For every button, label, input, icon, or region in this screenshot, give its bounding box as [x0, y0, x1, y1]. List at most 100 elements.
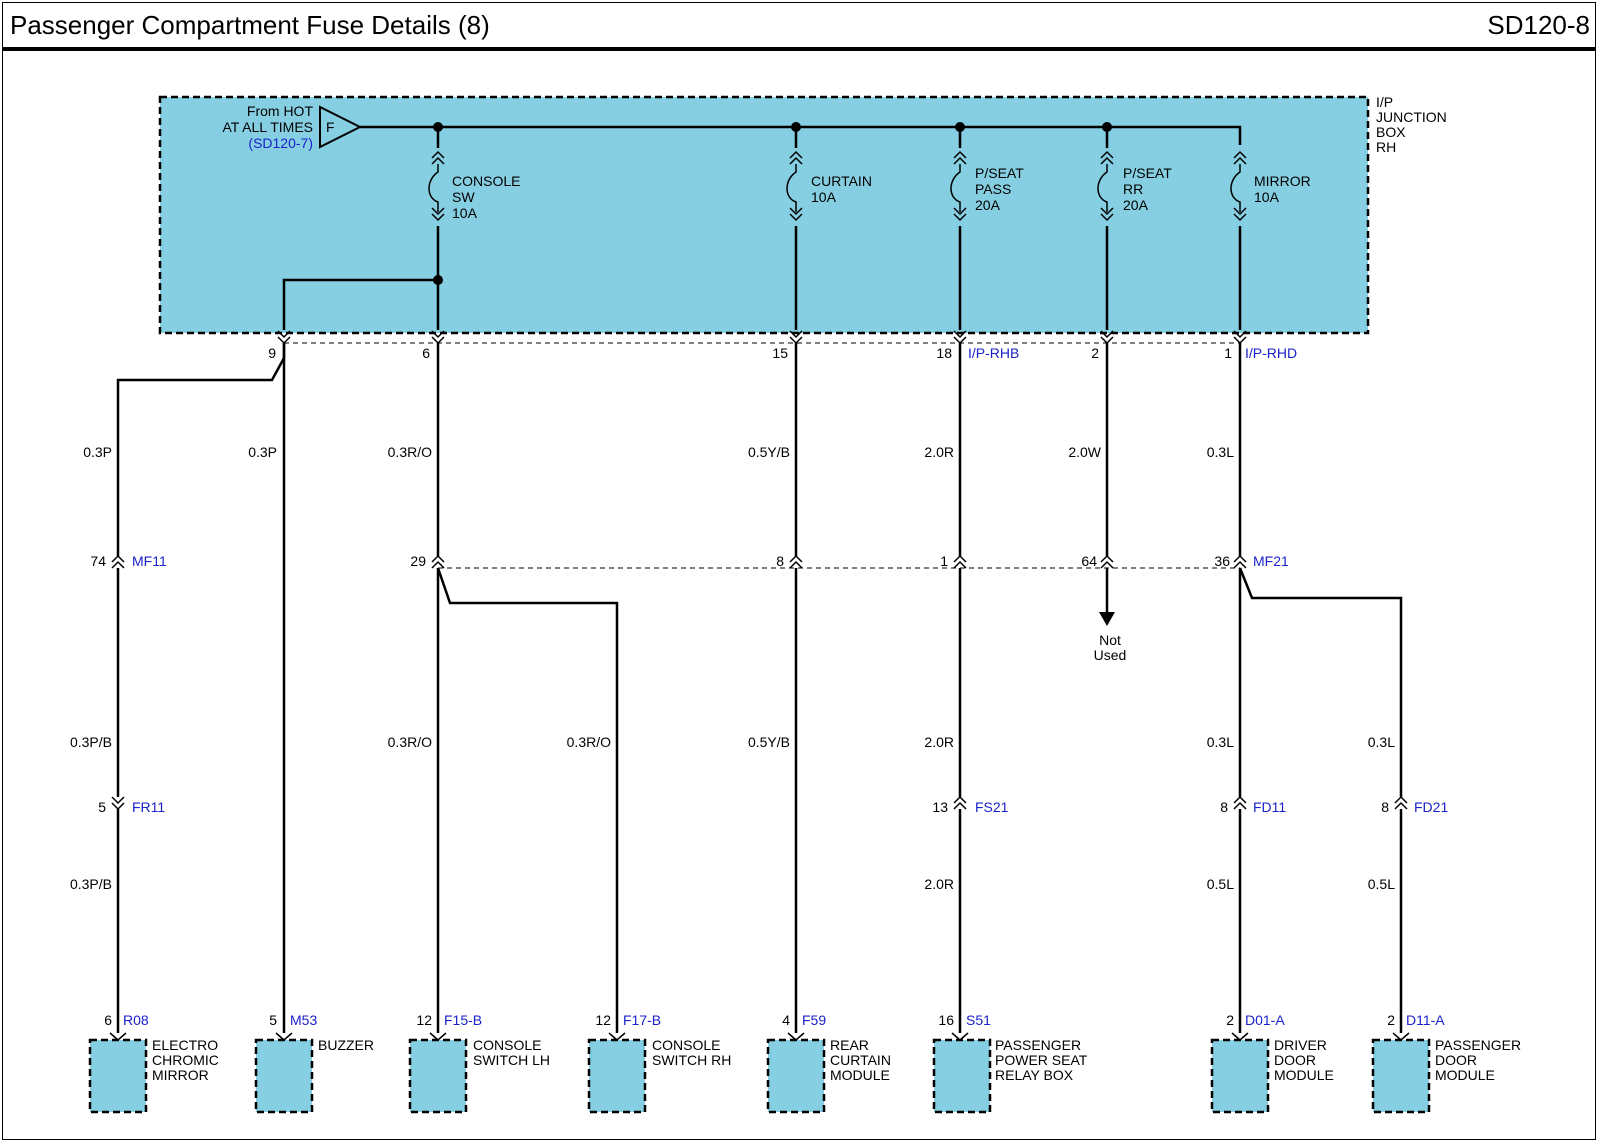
bus-bar	[360, 125, 1242, 145]
source-reference-link[interactable]: (SD120-7)	[248, 135, 313, 151]
connector-mf11-link[interactable]: MF11	[132, 553, 167, 569]
component-label: MIRROR	[152, 1067, 209, 1083]
wire-spec: 0.3P	[248, 444, 277, 460]
connector-pin-icon	[953, 795, 967, 810]
connector-fd11-link[interactable]: FD11	[1253, 799, 1286, 815]
component-box	[587, 1038, 647, 1114]
pin-number: 5	[98, 799, 106, 815]
component-rear-curtain-module: 4 F59 REAR CURTAIN MODULE	[766, 1012, 891, 1114]
fuse-label: SW	[452, 189, 475, 205]
fuse-label: 20A	[975, 197, 1001, 213]
component-driver-door-module: 2 D01-A DRIVER DOOR MODULE	[1210, 1012, 1334, 1114]
connector-mf21-link[interactable]: MF21	[1253, 553, 1289, 569]
connector-pin-icon	[1394, 795, 1408, 810]
component-label: DRIVER	[1274, 1037, 1327, 1053]
wire-spec: 2.0R	[924, 876, 954, 892]
fuse-icon	[950, 150, 967, 222]
connector-fr11-link[interactable]: FR11	[132, 799, 165, 815]
wire-spec: 0.5L	[1368, 876, 1395, 892]
component-label: POWER SEAT	[995, 1052, 1088, 1068]
pin-number: 1	[940, 553, 948, 569]
wire-spec: 0.5L	[1207, 876, 1234, 892]
source-letter: F	[326, 119, 335, 135]
not-used-arrow-icon	[1099, 612, 1115, 626]
junction-box: I/P JUNCTION BOX RH	[158, 94, 1447, 335]
fuse-curtain: CURTAIN 10A	[786, 127, 872, 330]
pin-number: 6	[104, 1012, 112, 1028]
connector-pin-icon	[953, 554, 967, 569]
pin-number: 9	[268, 345, 276, 361]
connector-pin-icon	[789, 554, 803, 569]
pin-number: 4	[782, 1012, 790, 1028]
connector-pin-icon	[431, 554, 445, 569]
component-passenger-door-module: 2 D11-A PASSENGER DOOR MODULE	[1371, 1012, 1521, 1114]
pin-number: 12	[416, 1012, 432, 1028]
connector-pin-icon	[1100, 554, 1114, 569]
component-label: PASSENGER	[1435, 1037, 1521, 1053]
connector-fs21-link[interactable]: FS21	[975, 799, 1009, 815]
connector-s51-link[interactable]: S51	[966, 1012, 991, 1028]
connector-f15b-link[interactable]: F15-B	[444, 1012, 482, 1028]
pin-number: 16	[938, 1012, 954, 1028]
connector-d01a-link[interactable]: D01-A	[1245, 1012, 1285, 1028]
connector-m53-link[interactable]: M53	[290, 1012, 317, 1028]
pin-number: 1	[1224, 345, 1232, 361]
component-label: MODULE	[1435, 1067, 1495, 1083]
fuse-label: PASS	[975, 181, 1011, 197]
component-console-switch-rh: 12 F17-B CONSOLE SWITCH RH	[587, 1012, 731, 1114]
wire-spec: 2.0R	[924, 444, 954, 460]
connector-r08-link[interactable]: R08	[123, 1012, 149, 1028]
pin-number: 5	[269, 1012, 277, 1028]
wire-spec: 0.3P/B	[70, 734, 112, 750]
component-label: CHROMIC	[152, 1052, 219, 1068]
fuse-icon	[786, 150, 803, 222]
connector-ip-rhb-link[interactable]: I/P-RHB	[968, 345, 1019, 361]
fuse-label: P/SEAT	[1123, 165, 1172, 181]
fuse-icon	[1230, 150, 1247, 222]
fuse-pseat-pass: P/SEAT PASS 20A	[950, 127, 1024, 330]
fuse-label: CONSOLE	[452, 173, 520, 189]
fuse-label: P/SEAT	[975, 165, 1024, 181]
fuse-pseat-rr: P/SEAT RR 20A	[1097, 127, 1172, 330]
connector-f59-link[interactable]: F59	[802, 1012, 826, 1028]
fuse-label: 10A	[811, 189, 837, 205]
wire-spec: 0.3L	[1368, 734, 1395, 750]
junction-box-area	[158, 95, 1370, 335]
connector-fd21-link[interactable]: FD21	[1414, 799, 1448, 815]
wire-spec: 0.3R/O	[567, 734, 611, 750]
component-box	[766, 1038, 826, 1114]
component-buzzer: 5 M53 BUZZER	[254, 1012, 374, 1114]
component-label: DOOR	[1435, 1052, 1477, 1068]
wire-spec: 0.5Y/B	[748, 444, 790, 460]
not-used-label: Not	[1099, 632, 1121, 648]
component-label: REAR	[830, 1037, 869, 1053]
fuse-icon	[428, 150, 445, 222]
component-label: BUZZER	[318, 1037, 374, 1053]
fuse-label: 20A	[1123, 197, 1149, 213]
connector-f17b-link[interactable]: F17-B	[623, 1012, 661, 1028]
pin-number: 13	[932, 799, 948, 815]
junction-box-label-1: I/P	[1376, 94, 1393, 110]
connector-pin-icon	[1233, 554, 1247, 569]
pin-number: 2	[1226, 1012, 1234, 1028]
pin-number: 74	[90, 553, 106, 569]
component-console-switch-lh: 12 F15-B CONSOLE SWITCH LH	[408, 1012, 550, 1114]
wire-passenger-door	[1238, 567, 1403, 1033]
source-line-1: From HOT	[247, 103, 314, 119]
fuse-label: CURTAIN	[811, 173, 872, 189]
connector-pin-icon	[1233, 795, 1247, 810]
connector-d11a-link[interactable]: D11-A	[1406, 1012, 1445, 1028]
connector-ip-rhd-link[interactable]: I/P-RHD	[1245, 345, 1297, 361]
fuse-label: RR	[1123, 181, 1143, 197]
junction-box-label-3: BOX	[1376, 124, 1406, 140]
power-source: From HOT AT ALL TIMES (SD120-7) F	[222, 103, 363, 151]
junction-box-label-2: JUNCTION	[1376, 109, 1447, 125]
pin-number: 2	[1387, 1012, 1395, 1028]
page-code: SD120-8	[1487, 10, 1590, 40]
fuse-label: 10A	[452, 205, 478, 221]
pin-number: 36	[1214, 553, 1230, 569]
source-triangle-icon	[319, 105, 363, 149]
component-label: CONSOLE	[473, 1037, 541, 1053]
pin-number: 2	[1091, 345, 1099, 361]
not-used-label: Used	[1094, 647, 1127, 663]
